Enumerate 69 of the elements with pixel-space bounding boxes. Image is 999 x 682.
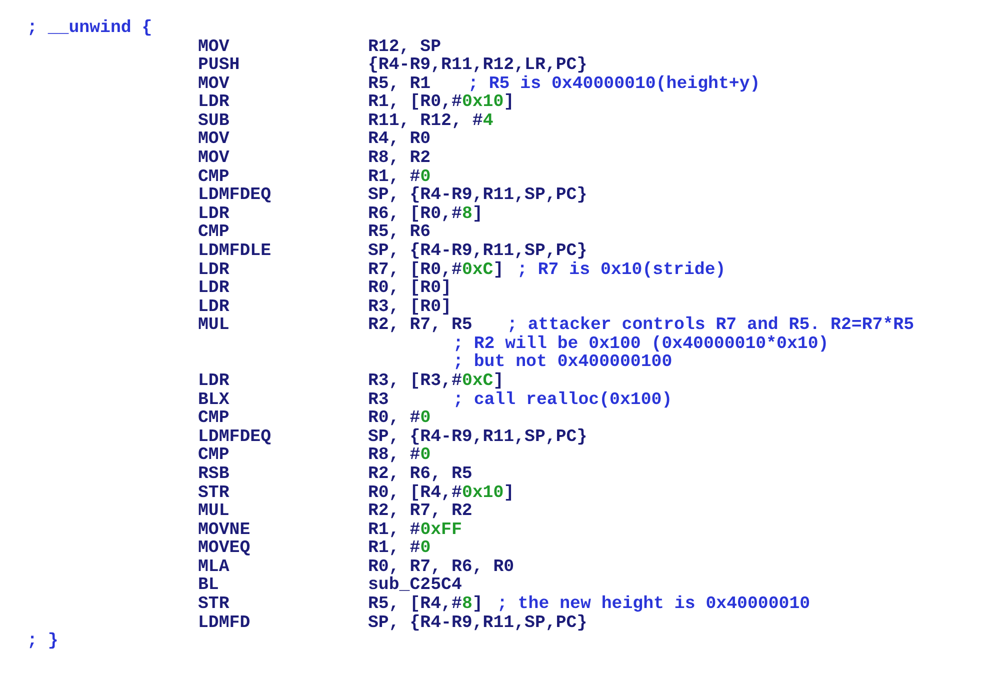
instruction-mnemonic: BLX	[198, 390, 230, 410]
instruction-mnemonic: LDR	[198, 260, 230, 280]
instruction-operands: R3, [R0]	[368, 298, 452, 317]
instruction-operands: R0, [R4,#0x10]	[368, 484, 514, 502]
instruction-mnemonic: STR	[198, 484, 230, 502]
instruction-mnemonic: STR	[198, 594, 230, 614]
code-comment: ; but not 0x400000100	[453, 353, 672, 372]
instruction-mnemonic: CMP	[198, 223, 230, 242]
instruction-operands: R5, R1	[368, 74, 431, 94]
instruction-operands: {R4-R9,R11,R12,LR,PC}	[368, 56, 588, 76]
instruction-operands: R4, R0	[368, 130, 431, 150]
instruction-operands: R1, #0	[368, 539, 431, 558]
instruction-mnemonic: LDR	[198, 372, 230, 392]
code-comment: ; R7 is 0x10(stride)	[517, 260, 726, 280]
instruction-operands: SP, {R4-R9,R11,SP,PC}	[368, 242, 588, 261]
instruction-mnemonic: RSB	[198, 464, 230, 484]
instruction-operands: R8, #0	[368, 446, 431, 466]
instruction-mnemonic: LDR	[198, 93, 230, 112]
instruction-operands: SP, {R4-R9,R11,SP,PC}	[368, 614, 588, 633]
instruction-mnemonic: LDMFDEQ	[198, 186, 272, 206]
instruction-operands: R1, #0	[368, 168, 431, 187]
instruction-operands: SP, {R4-R9,R11,SP,PC}	[368, 186, 588, 206]
instruction-operands: R2, R6, R5	[368, 464, 472, 484]
instruction-operands: R12, SP	[368, 38, 442, 57]
instruction-mnemonic: CMP	[198, 446, 230, 466]
function-end-comment: ; }	[27, 632, 58, 652]
function-header-comment: ; __unwind {	[27, 19, 152, 38]
instruction-mnemonic: CMP	[198, 409, 230, 428]
instruction-mnemonic: PUSH	[198, 56, 240, 76]
instruction-operands: R0, R7, R6, R0	[368, 558, 514, 577]
instruction-operands: sub_C25C4	[368, 576, 462, 596]
instruction-mnemonic: MLA	[198, 558, 230, 577]
instruction-mnemonic: LDMFD	[198, 614, 250, 633]
instruction-mnemonic: MOVNE	[198, 520, 250, 540]
instruction-mnemonic: CMP	[198, 168, 230, 187]
instruction-mnemonic: MUL	[198, 316, 230, 336]
code-comment: ; attacker controls R7 and R5. R2=R7*R5	[507, 316, 914, 336]
instruction-mnemonic: LDR	[198, 279, 230, 298]
instruction-operands: R0, [R0]	[368, 279, 452, 298]
instruction-mnemonic: MOV	[198, 149, 230, 168]
instruction-operands: R5, [R4,#8]	[368, 594, 483, 614]
instruction-mnemonic: MOVEQ	[198, 539, 250, 558]
instruction-operands: R5, R6	[368, 223, 431, 242]
code-comment: ; the new height is 0x40000010	[497, 594, 810, 614]
code-comment: ; R2 will be 0x100 (0x40000010*0x10)	[453, 334, 829, 354]
instruction-mnemonic: SUB	[198, 112, 230, 131]
instruction-mnemonic: BL	[198, 576, 219, 596]
instruction-operands: R7, [R0,#0xC]	[368, 260, 504, 280]
instruction-mnemonic: MOV	[198, 130, 230, 150]
code-comment: ; call realloc(0x100)	[453, 390, 672, 410]
instruction-mnemonic: LDMFDEQ	[198, 428, 272, 447]
instruction-operands: R2, R7, R5	[368, 316, 472, 336]
instruction-operands: SP, {R4-R9,R11,SP,PC}	[368, 428, 588, 447]
instruction-mnemonic: LDR	[198, 298, 230, 317]
code-comment: ; R5 is 0x40000010(height+y)	[468, 74, 760, 94]
instruction-operands: R11, R12, #4	[368, 112, 494, 131]
instruction-operands: R6, [R0,#8]	[368, 204, 483, 224]
instruction-mnemonic: MOV	[198, 38, 230, 57]
instruction-operands: R2, R7, R2	[368, 502, 472, 522]
instruction-operands: R1, [R0,#0x10]	[368, 93, 514, 112]
instruction-mnemonic: MOV	[198, 74, 230, 94]
instruction-operands: R8, R2	[368, 149, 431, 168]
instruction-operands: R3	[368, 390, 389, 410]
instruction-mnemonic: LDR	[198, 204, 230, 224]
instruction-operands: R3, [R3,#0xC]	[368, 372, 504, 392]
instruction-operands: R0, #0	[368, 409, 431, 428]
instruction-operands: R1, #0xFF	[368, 520, 462, 540]
instruction-mnemonic: MUL	[198, 502, 230, 522]
instruction-mnemonic: LDMFDLE	[198, 242, 272, 261]
